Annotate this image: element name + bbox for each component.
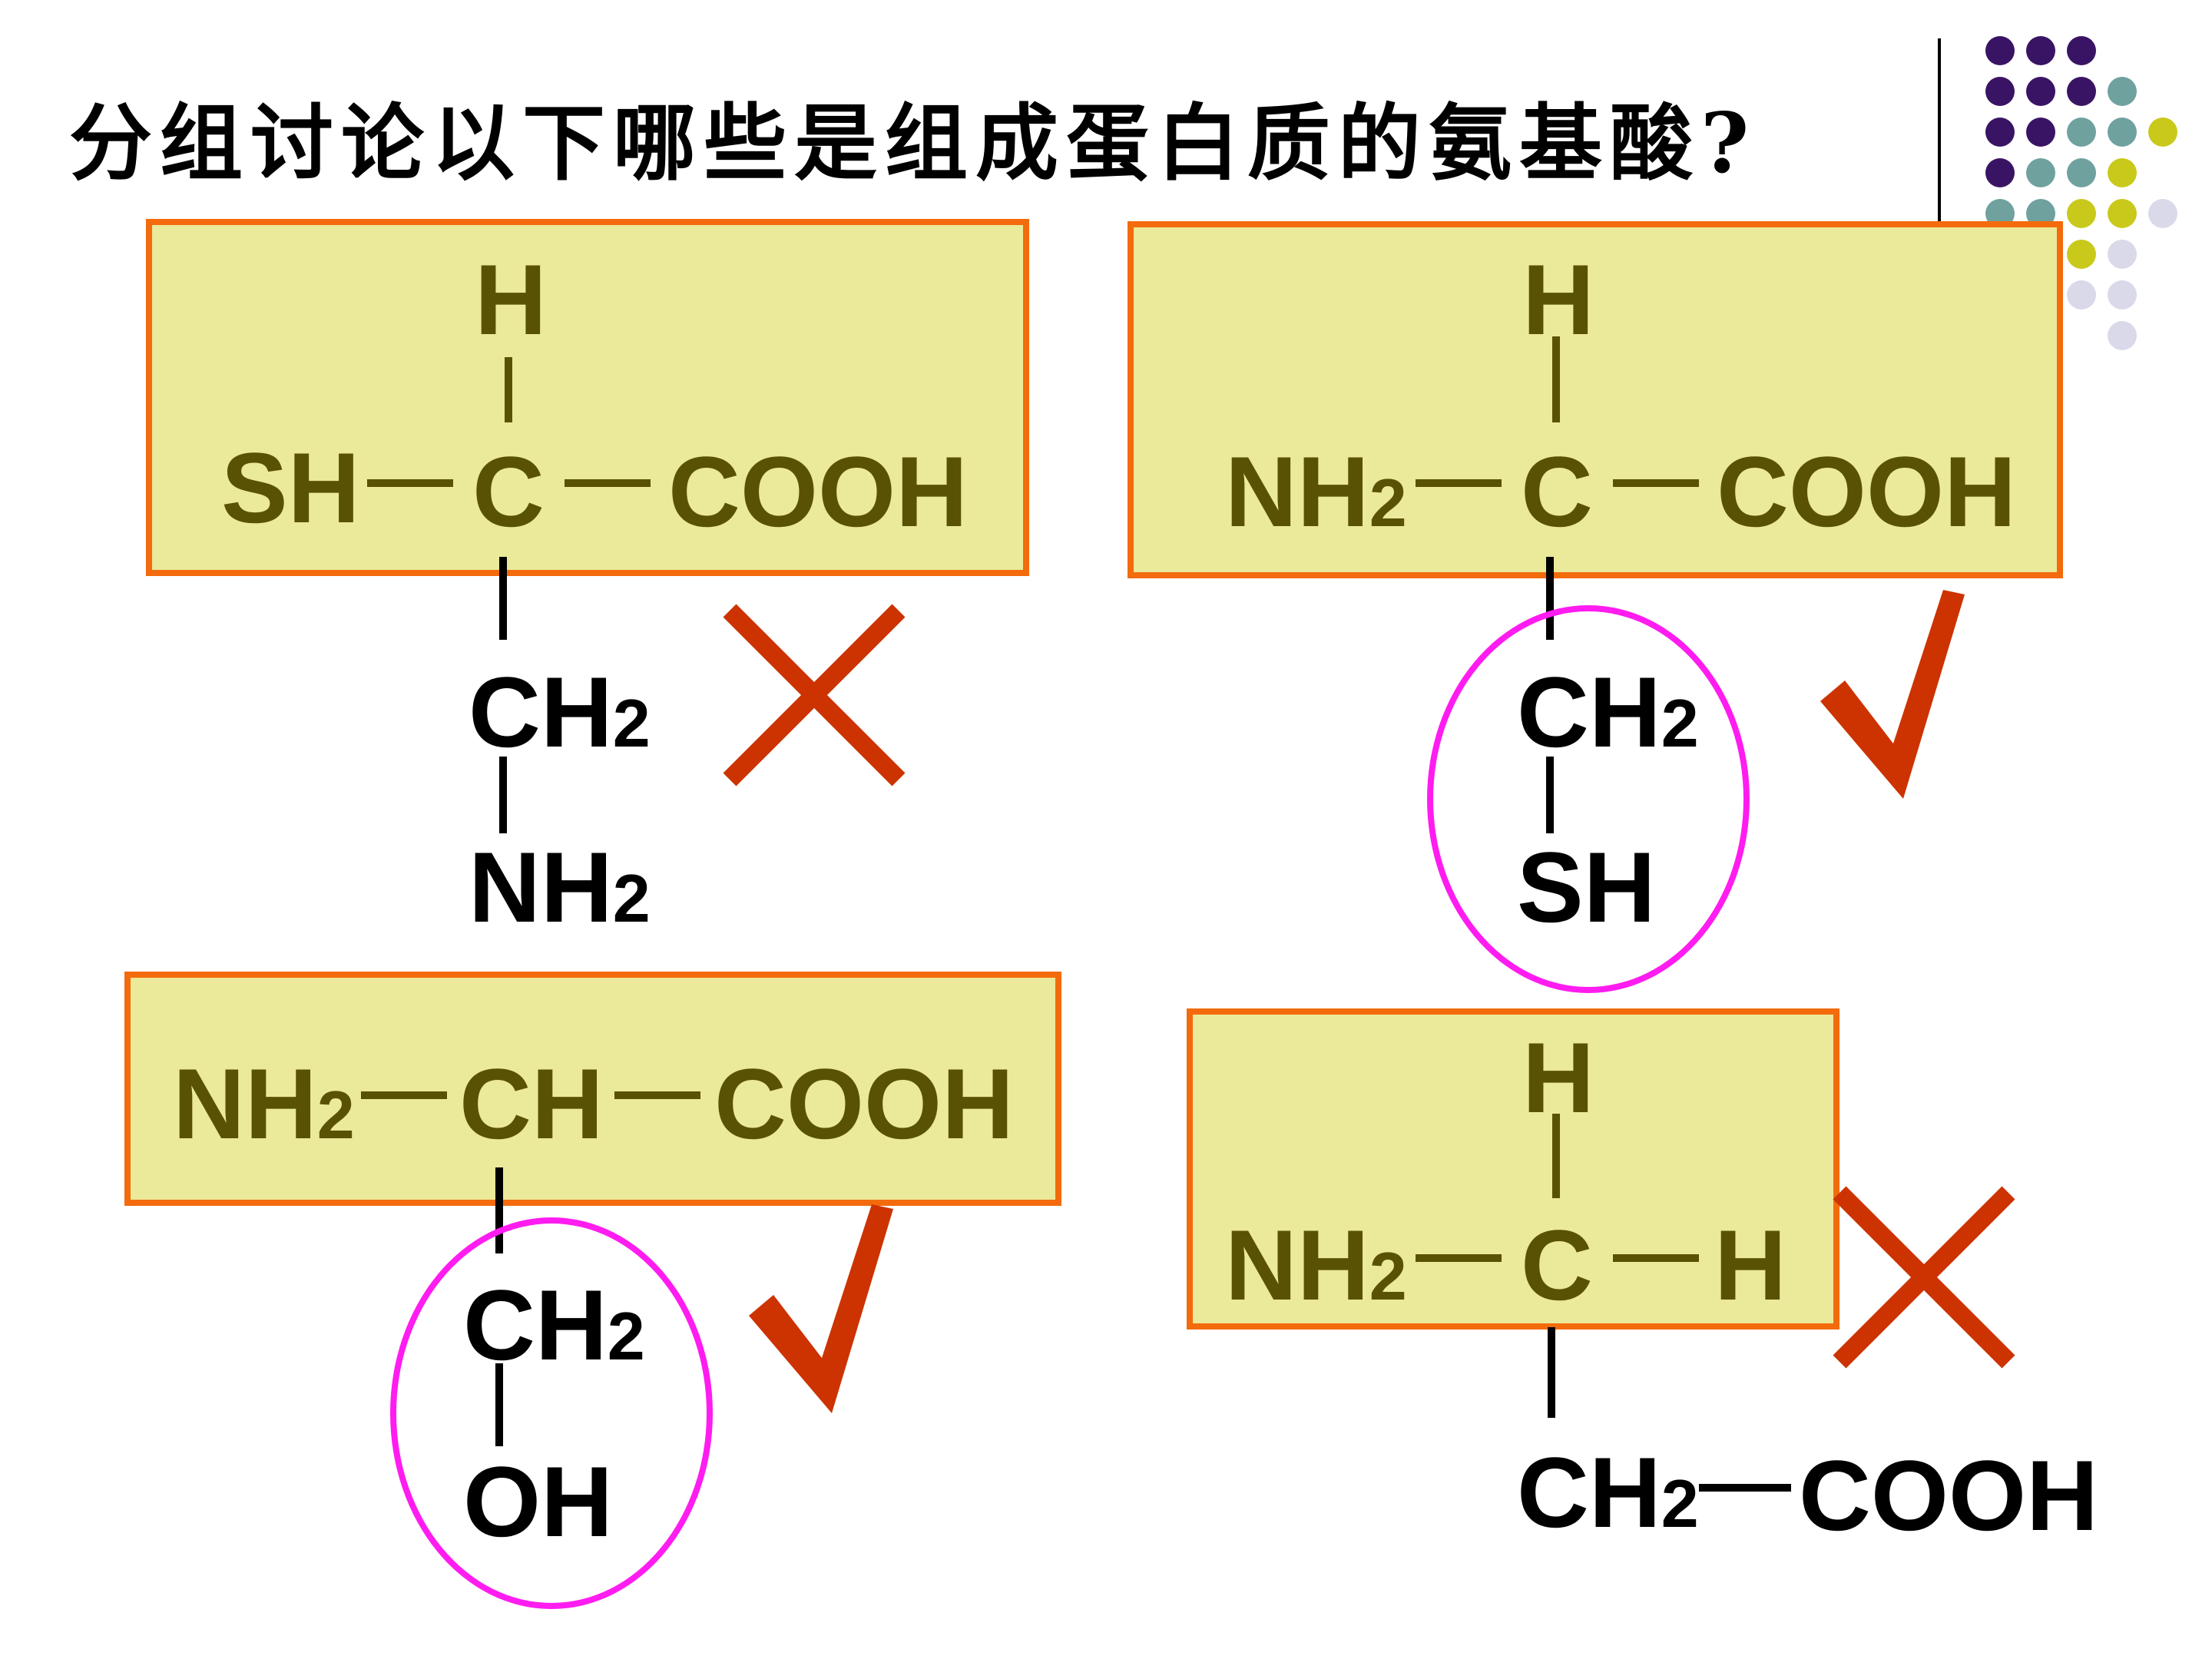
cross-mark-icon <box>1833 1186 2015 1369</box>
bond-line <box>361 1091 447 1099</box>
decor-dot <box>2108 240 2137 269</box>
bond-line <box>614 1091 700 1099</box>
bond-line <box>565 479 651 487</box>
bond-line <box>1548 1327 1555 1418</box>
decor-dot <box>2067 280 2096 310</box>
atom-label: COOH <box>1717 435 2016 548</box>
bond-line <box>1552 336 1560 422</box>
bond-line <box>495 1167 503 1253</box>
decor-dot <box>2108 280 2137 310</box>
decor-dot <box>1985 158 2015 187</box>
atom-label: H <box>1522 243 1594 356</box>
atom-label: NH2 <box>1225 1209 1407 1321</box>
bond-line <box>1552 1114 1560 1198</box>
functional-group-box <box>146 219 1029 576</box>
decor-dot <box>2026 118 2055 147</box>
atom-label: COOH <box>1799 1439 2098 1551</box>
decor-dot <box>2108 321 2137 350</box>
r-group-highlight-ring <box>390 1217 713 1609</box>
bond-line <box>1699 1484 1791 1492</box>
check-mark-icon <box>749 1204 893 1413</box>
atom-label: SH <box>221 432 360 544</box>
decor-dot <box>2026 77 2055 106</box>
check-mark-icon <box>1820 590 1965 799</box>
decor-dot <box>2067 199 2096 228</box>
atom-label: C <box>1521 435 1593 548</box>
atom-label: H <box>1714 1209 1786 1321</box>
decor-dot <box>2067 36 2096 65</box>
bond-line <box>1416 1254 1502 1262</box>
decor-dot <box>2148 199 2177 228</box>
decor-dot <box>2026 158 2055 187</box>
atom-label: C <box>472 435 545 548</box>
cross-mark-icon <box>723 604 906 786</box>
bond-line <box>499 757 507 833</box>
bond-line <box>499 557 507 640</box>
atom-label: NH2 <box>469 831 651 943</box>
decor-dot <box>1985 36 2015 65</box>
bond-line <box>1416 479 1502 487</box>
atom-label: H <box>1522 1022 1594 1134</box>
bond-line <box>1546 557 1554 640</box>
atom-label: NH2 <box>173 1048 355 1160</box>
decor-dot <box>2108 199 2137 228</box>
decor-dot <box>2067 240 2096 269</box>
decor-dot <box>2067 77 2096 106</box>
functional-group-box <box>1128 221 2063 578</box>
decor-dot <box>2067 118 2096 147</box>
decor-dot <box>2108 118 2137 147</box>
atom-label: NH2 <box>1225 435 1407 548</box>
r-group-highlight-ring <box>1427 605 1750 993</box>
decor-dot <box>2026 36 2055 65</box>
page-title: 分组讨论以下哪些是组成蛋白质的氨基酸? <box>69 95 1757 192</box>
bond-line <box>1613 479 1699 487</box>
functional-group-box <box>124 972 1061 1206</box>
atom-label: C <box>1521 1209 1593 1321</box>
bond-line <box>1613 1254 1699 1262</box>
atom-label: CH2 <box>469 656 651 768</box>
decor-dot <box>2067 158 2096 187</box>
bond-line <box>367 479 453 487</box>
atom-label: CH <box>459 1048 604 1160</box>
decor-dot <box>2148 118 2177 147</box>
decor-dot <box>2108 158 2137 187</box>
functional-group-box <box>1187 1008 1839 1330</box>
bond-line <box>505 357 512 422</box>
atom-label: CH2 <box>1517 1436 1699 1548</box>
atom-label: COOH <box>714 1048 1014 1160</box>
atom-label: H <box>475 243 547 356</box>
decor-dot <box>2108 77 2137 106</box>
atom-label: COOH <box>668 435 968 548</box>
decor-dot <box>1985 118 2015 147</box>
decor-dot <box>1985 77 2015 106</box>
